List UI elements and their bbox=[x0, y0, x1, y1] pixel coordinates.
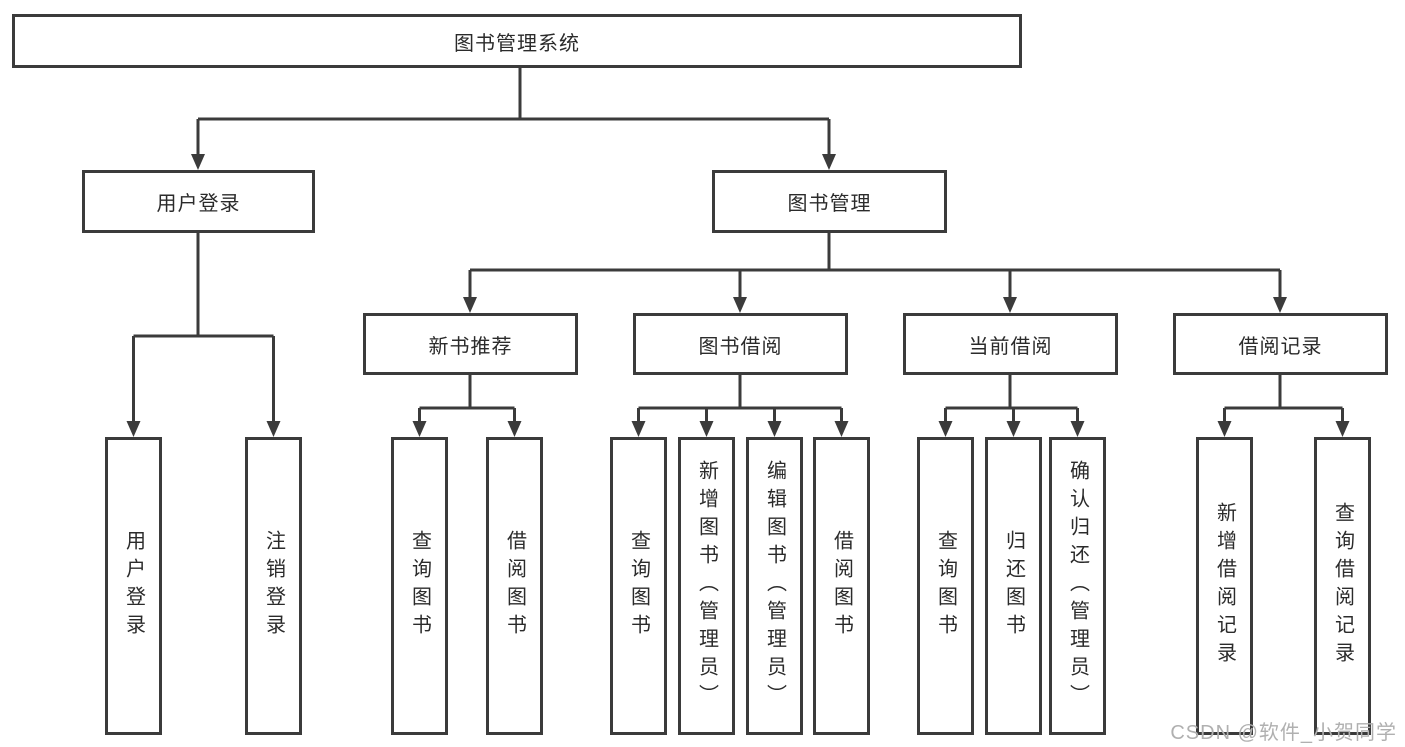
node-label: 编辑图书（管理员） bbox=[763, 460, 786, 712]
leaf-borrow-books: 借阅图书 bbox=[813, 437, 870, 735]
node-label: 图书管理系统 bbox=[454, 32, 580, 55]
node-book-borrow: 图书借阅 bbox=[633, 313, 848, 375]
leaf-user-login: 用户登录 bbox=[105, 437, 162, 735]
arrow-down-icon bbox=[1335, 421, 1350, 437]
node-label: 查询图书 bbox=[627, 530, 650, 642]
arrow-down-icon bbox=[463, 297, 477, 313]
arrow-down-icon bbox=[266, 421, 281, 437]
arrow-down-icon bbox=[1070, 421, 1085, 437]
node-library-management-system: 图书管理系统 bbox=[12, 14, 1022, 68]
node-label: 图书借阅 bbox=[698, 335, 783, 358]
branch-book-borrow bbox=[637, 375, 843, 423]
arrow-down-icon bbox=[834, 421, 849, 437]
node-label: 新增借阅记录 bbox=[1213, 502, 1236, 670]
arrowheads bbox=[126, 154, 1350, 437]
arrow-down-icon bbox=[1006, 421, 1021, 437]
arrow-down-icon bbox=[822, 154, 836, 170]
branch-book-management bbox=[468, 233, 1282, 299]
node-label: 借阅记录 bbox=[1238, 335, 1323, 358]
node-label: 新增图书（管理员） bbox=[695, 460, 718, 712]
node-label: 当前借阅 bbox=[968, 335, 1053, 358]
leaf-query-books: 查询图书 bbox=[610, 437, 667, 735]
leaf-query-books: 查询图书 bbox=[917, 437, 974, 735]
arrow-down-icon bbox=[126, 421, 141, 437]
node-label: 借阅图书 bbox=[830, 530, 853, 642]
leaf-query-borrow-record: 查询借阅记录 bbox=[1314, 437, 1371, 735]
arrow-down-icon bbox=[1273, 297, 1287, 313]
node-label: 查询借阅记录 bbox=[1331, 502, 1354, 670]
node-label: 新书推荐 bbox=[428, 335, 513, 358]
leaf-borrow-books: 借阅图书 bbox=[486, 437, 543, 735]
leaf-query-books: 查询图书 bbox=[391, 437, 448, 735]
node-current-borrow: 当前借阅 bbox=[903, 313, 1118, 375]
arrow-down-icon bbox=[412, 421, 427, 437]
node-borrow-records: 借阅记录 bbox=[1173, 313, 1388, 375]
arrow-down-icon bbox=[733, 297, 747, 313]
node-label: 用户登录 bbox=[156, 193, 241, 215]
branch-current-borrow bbox=[944, 375, 1079, 423]
node-label: 查询图书 bbox=[934, 530, 957, 642]
node-new-book-recommend: 新书推荐 bbox=[363, 313, 578, 375]
leaf-logout: 注销登录 bbox=[245, 437, 302, 735]
node-label: 借阅图书 bbox=[503, 530, 526, 642]
leaf-add-books-admin: 新增图书（管理员） bbox=[678, 437, 735, 735]
arrow-down-icon bbox=[699, 421, 714, 437]
branch-borrow-records bbox=[1223, 375, 1344, 423]
arrow-down-icon bbox=[507, 421, 522, 437]
arrow-down-icon bbox=[938, 421, 953, 437]
node-label: 查询图书 bbox=[408, 530, 431, 642]
branch-new-book-recommend bbox=[418, 375, 516, 423]
arrow-down-icon bbox=[767, 421, 782, 437]
node-label: 用户登录 bbox=[122, 530, 145, 642]
arrow-down-icon bbox=[631, 421, 646, 437]
node-book-management: 图书管理 bbox=[712, 170, 947, 233]
csdn-watermark: CSDN @软件_小贺同学 bbox=[1170, 722, 1397, 744]
node-label: 注销登录 bbox=[262, 530, 285, 642]
leaf-confirm-return-admin: 确认归还（管理员） bbox=[1049, 437, 1106, 735]
leaf-return-books: 归还图书 bbox=[985, 437, 1042, 735]
arrow-down-icon bbox=[1217, 421, 1232, 437]
node-label: 归还图书 bbox=[1002, 530, 1025, 642]
arrow-down-icon bbox=[191, 154, 205, 170]
branch-user-login bbox=[132, 233, 275, 423]
leaf-edit-books-admin: 编辑图书（管理员） bbox=[746, 437, 803, 735]
leaf-add-borrow-record: 新增借阅记录 bbox=[1196, 437, 1253, 735]
arrow-down-icon bbox=[1003, 297, 1017, 313]
node-label: 图书管理 bbox=[787, 193, 872, 215]
branch-root bbox=[196, 68, 831, 156]
node-user-login: 用户登录 bbox=[82, 170, 315, 233]
node-label: 确认归还（管理员） bbox=[1066, 460, 1089, 712]
